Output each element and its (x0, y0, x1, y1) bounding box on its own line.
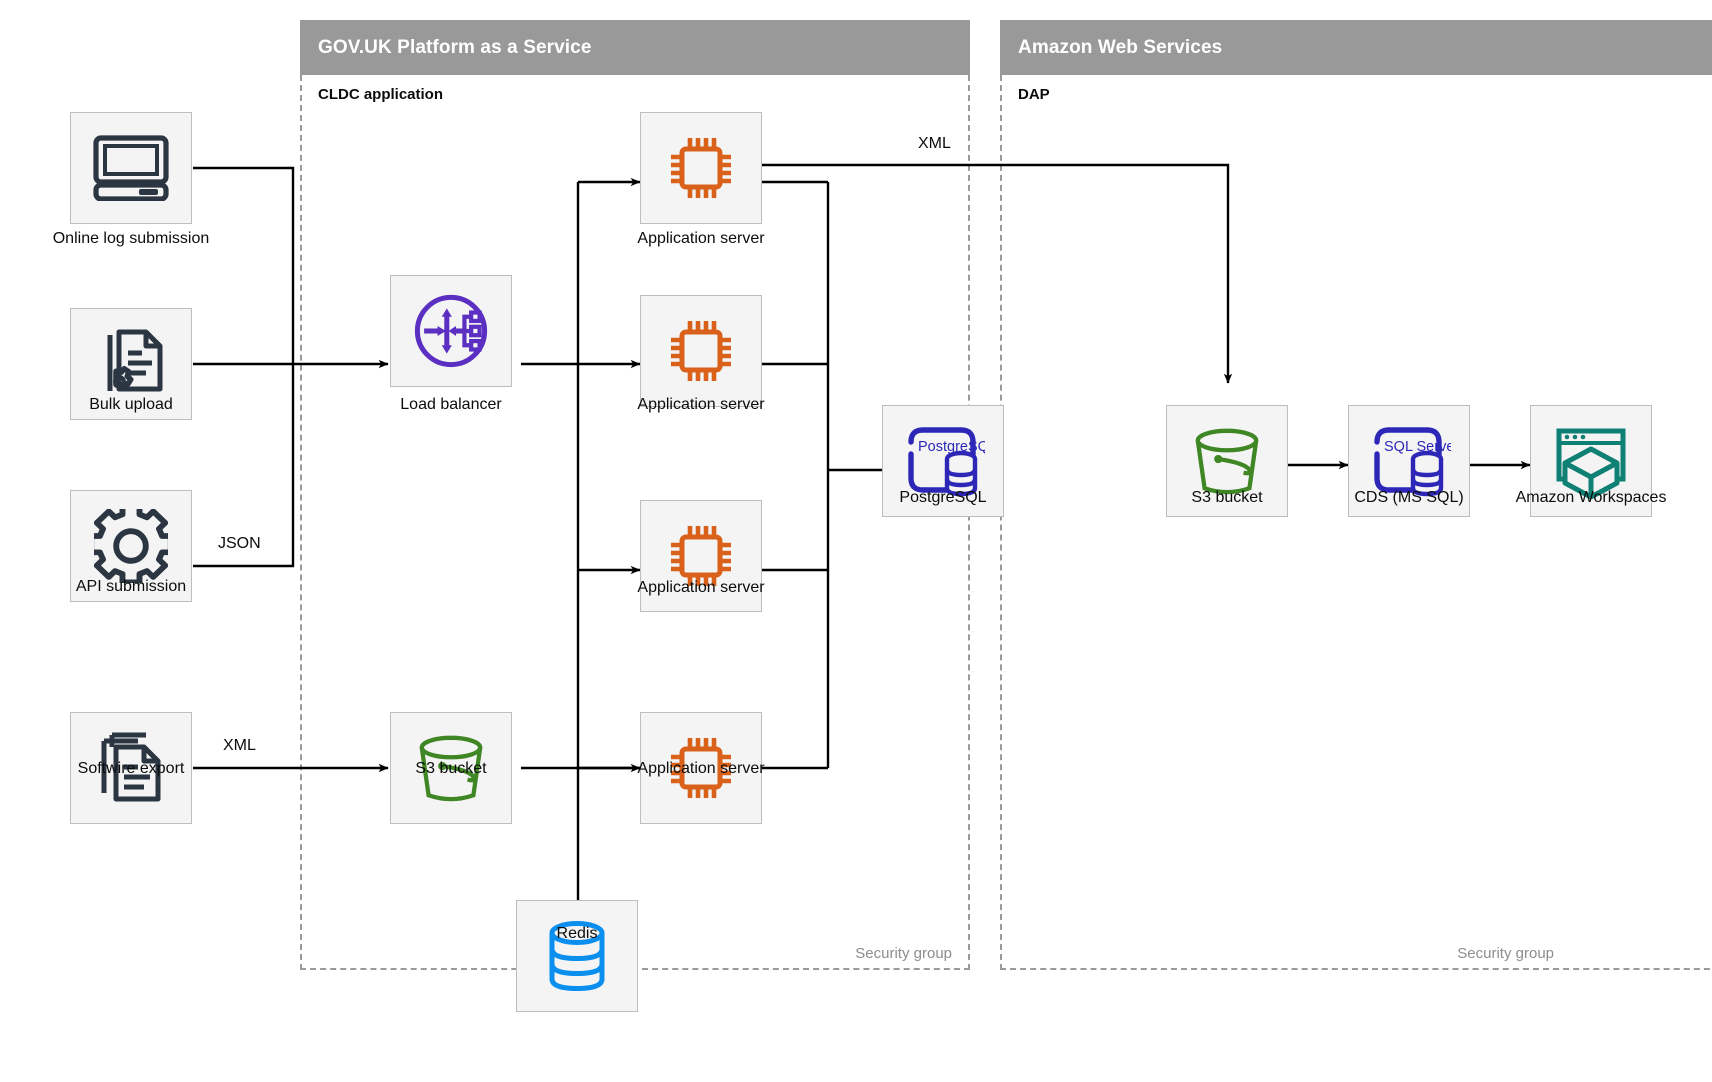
postgresql-icon: PostgreSQL (908, 427, 985, 497)
group-sublabel-dap: DAP (1018, 86, 1050, 103)
edge-label-xml-softwire: XML (218, 737, 261, 755)
group-body-paas (300, 75, 970, 970)
document-gear-icon (107, 329, 163, 392)
node-icon-box (390, 712, 512, 824)
node-label-load-balancer: Load balancer (400, 396, 502, 413)
node-icon-box: SQL Server (1348, 405, 1470, 517)
node-icon-box (70, 712, 192, 824)
node-label-postgresql: PostgreSQL (899, 489, 987, 506)
node-label-bulk-upload: Bulk upload (89, 396, 173, 413)
node-label-softwire-export: Softwire export (77, 760, 185, 777)
group-title-aws: Amazon Web Services (1018, 36, 1223, 58)
group-header-paas: GOV.UK Platform as a Service (300, 20, 970, 75)
sql-server-badge-text: SQL Server (1384, 439, 1451, 455)
desktop-computer-icon (93, 135, 169, 201)
edge-label-xml-dap: XML (913, 135, 956, 153)
group-footlabel-paas-security: Security group (855, 945, 952, 962)
bucket-icon (419, 735, 483, 802)
node-label-s3-bucket-paas: S3 bucket (415, 760, 487, 777)
node-label-app-server-4: Application server (637, 760, 765, 777)
node-icon-box (640, 295, 762, 407)
group-sublabel-cldc: CLDC application (318, 86, 444, 103)
node-label-amazon-workspaces: Amazon Workspaces (1515, 489, 1667, 506)
node-icon-box (640, 712, 762, 824)
group-title-paas: GOV.UK Platform as a Service (318, 36, 592, 58)
node-label-s3-bucket-aws: S3 bucket (1191, 489, 1263, 506)
node-icon-box (390, 275, 512, 387)
node-icon-box (70, 112, 192, 224)
node-icon-box (70, 308, 192, 420)
group-header-aws: Amazon Web Services (1000, 20, 1712, 75)
node-icon-box (640, 112, 762, 224)
node-label-cds-ms-sql: CDS (MS SQL) (1354, 489, 1464, 506)
node-label-app-server-2: Application server (637, 396, 765, 413)
node-icon-box (70, 490, 192, 602)
cpu-chip-icon (671, 526, 731, 586)
cpu-chip-icon (671, 138, 731, 198)
sql-server-icon: SQL Server (1374, 427, 1451, 497)
node-icon-box (516, 900, 638, 1012)
node-label-app-server-1: Application server (637, 230, 765, 247)
cpu-chip-icon (671, 738, 731, 798)
node-label-redis: Redis (556, 925, 598, 942)
database-icon (549, 921, 605, 992)
cpu-chip-icon (671, 321, 731, 381)
node-icon-box (640, 500, 762, 612)
group-footlabel-aws-security: Security group (1457, 945, 1554, 962)
node-icon-box (1166, 405, 1288, 517)
postgresql-badge-text: PostgreSQL (918, 439, 985, 455)
node-label-app-server-3: Application server (637, 579, 765, 596)
load-balancer-icon (414, 294, 488, 368)
bucket-icon (1195, 428, 1259, 495)
gear-icon (94, 509, 168, 583)
document-stack-icon (101, 732, 161, 802)
group-body-aws (1000, 75, 1712, 970)
node-icon-box (1530, 405, 1652, 517)
workspaces-icon (1556, 428, 1626, 499)
node-label-api-submission: API submission (75, 578, 187, 595)
node-label-online-log-submission: Online log submission (52, 230, 210, 247)
node-icon-box: PostgreSQL (882, 405, 1004, 517)
edge-label-json: JSON (213, 535, 266, 553)
